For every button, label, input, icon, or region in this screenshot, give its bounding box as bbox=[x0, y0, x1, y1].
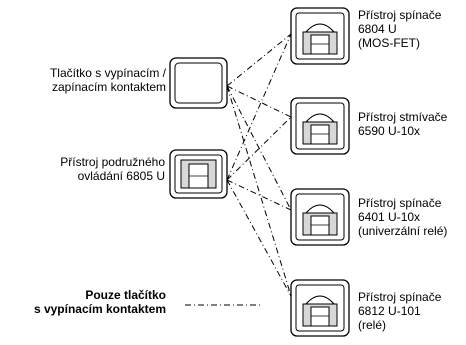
extension-label: Přístroj podružného ovládání 6805 U bbox=[60, 155, 165, 183]
device-3-line-2: 6401 U-10x bbox=[358, 210, 421, 224]
extension-label-line-1: Přístroj podružného bbox=[60, 155, 165, 169]
device-3-line-1: Přístroj spínače bbox=[358, 196, 442, 210]
device-label-4: Přístroj spínače 6812 U-101 (relé) bbox=[358, 290, 441, 332]
device-2-line-1: Přístroj stmívače bbox=[358, 110, 448, 124]
link-button-to-device-2 bbox=[226, 85, 292, 118]
link-button-to-device-3 bbox=[226, 85, 292, 211]
extension-device bbox=[169, 149, 228, 199]
device-4-line-1: Přístroj spínače bbox=[358, 290, 442, 304]
device-3-line-3: (univerzální relé) bbox=[358, 224, 448, 238]
device-label-1: Přístroj spínače 6804 U (MOS-FET) bbox=[358, 8, 441, 50]
link-extension-to-device-1 bbox=[226, 33, 292, 181]
legend-note-line-1: Pouze tlačítko bbox=[85, 288, 166, 302]
device-2-line-2: 6590 U-10x bbox=[358, 124, 421, 138]
device-4-line-3: (relé) bbox=[358, 318, 387, 332]
legend-note-line-2: s vypínacím kontaktem bbox=[33, 302, 166, 316]
push-button-label-line-2: zapínacím kontaktem bbox=[51, 80, 166, 94]
device-icon-4 bbox=[290, 279, 350, 337]
push-button-label-line-1: Tlačítko s vypínacím / bbox=[49, 66, 166, 80]
device-label-3: Přístroj spínače 6401 U-10x (univerzální… bbox=[358, 196, 447, 238]
link-extension-to-device-4 bbox=[226, 179, 292, 297]
device-4-line-2: 6812 U-101 bbox=[358, 304, 421, 318]
link-button-to-device-4 bbox=[226, 85, 292, 297]
device-icon-2 bbox=[290, 97, 350, 155]
device-icon-1 bbox=[290, 7, 350, 65]
link-extension-to-device-2 bbox=[226, 116, 292, 181]
legend-note-label: Pouze tlačítko s vypínacím kontaktem bbox=[34, 288, 166, 316]
device-1-line-3: (MOS-FET) bbox=[358, 36, 420, 50]
device-icon-3 bbox=[290, 188, 350, 246]
extension-label-line-2: ovládání 6805 U bbox=[77, 169, 165, 183]
link-extension-to-device-3 bbox=[226, 179, 292, 211]
device-1-line-2: 6804 U bbox=[358, 22, 397, 36]
push-button-device bbox=[169, 57, 228, 109]
link-button-to-device-1 bbox=[226, 33, 292, 87]
device-label-2: Přístroj stmívače 6590 U-10x bbox=[358, 110, 447, 138]
push-button-label: Tlačítko s vypínacím / zapínacím kontakt… bbox=[50, 66, 166, 94]
connection-lines bbox=[185, 33, 292, 306]
device-1-line-1: Přístroj spínače bbox=[358, 8, 442, 22]
